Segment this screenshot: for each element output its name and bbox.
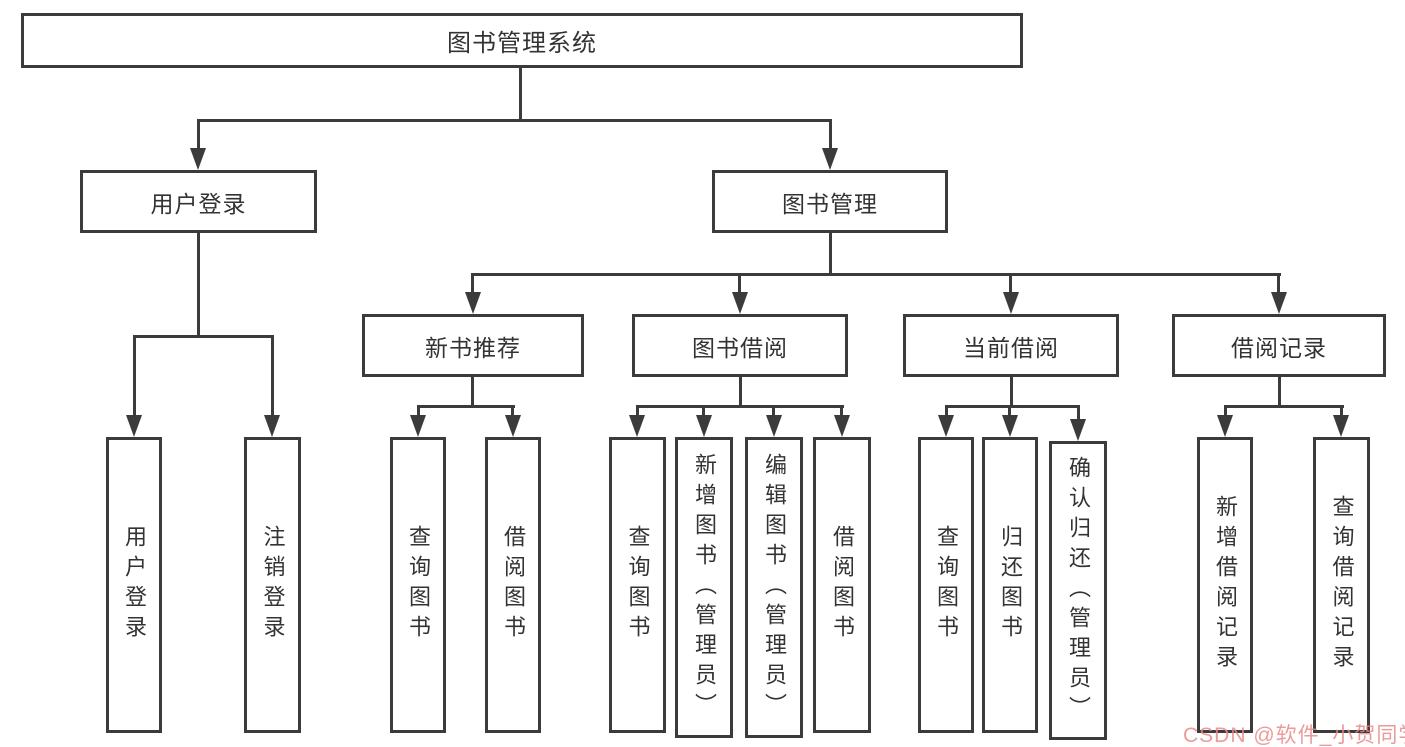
connector-hline — [636, 405, 844, 408]
leaf-query-borrow-record: 查询借阅记录 — [1313, 437, 1370, 733]
leaf-edit-book-admin-label: 编辑图书（管理员） — [762, 452, 787, 723]
connector-vline — [829, 233, 832, 274]
leaf-add-book-admin-label: 新增图书（管理员） — [692, 452, 717, 723]
leaf-logout-label: 注销登录 — [260, 525, 286, 645]
connector-vline — [1009, 273, 1012, 294]
leaf-query-books-recommend-label: 查询图书 — [406, 525, 431, 645]
node-new-book-recommend-label: 新书推荐 — [425, 334, 521, 361]
arrow-down-icon — [1003, 292, 1019, 314]
leaf-user-login-label: 用户登录 — [122, 525, 147, 645]
leaf-add-borrow-record-label: 新增借阅记录 — [1213, 495, 1238, 675]
connector-hline — [417, 405, 515, 408]
leaf-borrow-books-recommend: 借阅图书 — [485, 437, 541, 733]
node-new-book-recommend: 新书推荐 — [362, 314, 584, 377]
arrow-down-icon — [1333, 415, 1349, 437]
arrow-down-icon — [629, 415, 645, 437]
arrow-down-icon — [126, 415, 142, 437]
leaf-add-book-admin: 新增图书（管理员） — [675, 437, 733, 738]
node-current-borrow-label: 当前借阅 — [963, 334, 1059, 361]
arrow-down-icon — [822, 148, 838, 170]
node-book-management-label: 图书管理 — [782, 190, 878, 217]
connector-vline — [471, 377, 474, 407]
connector-vline — [739, 377, 742, 407]
connector-hline — [471, 273, 1281, 276]
node-current-borrow: 当前借阅 — [903, 314, 1119, 377]
node-user-login: 用户登录 — [80, 170, 317, 233]
node-root-label: 图书管理系统 — [447, 30, 597, 57]
arrow-down-icon — [766, 415, 782, 437]
connector-vline — [417, 405, 420, 417]
node-borrow-records: 借阅记录 — [1172, 314, 1386, 377]
connector-vline — [1278, 377, 1281, 407]
leaf-logout: 注销登录 — [244, 437, 301, 733]
arrow-down-icon — [465, 292, 481, 314]
connector-vline — [772, 405, 775, 417]
connector-vline — [1277, 273, 1280, 294]
leaf-borrow-books-borrow: 借阅图书 — [813, 437, 871, 733]
leaf-confirm-return-admin: 确认归还（管理员） — [1049, 441, 1107, 740]
node-borrow-records-label: 借阅记录 — [1231, 334, 1327, 361]
connector-vline — [133, 335, 136, 417]
arrow-down-icon — [1217, 415, 1233, 437]
node-book-borrow-label: 图书借阅 — [692, 334, 788, 361]
arrow-down-icon — [1002, 415, 1018, 437]
node-root: 图书管理系统 — [21, 13, 1023, 68]
arrow-down-icon — [696, 415, 712, 437]
arrow-down-icon — [505, 415, 521, 437]
connector-hline — [197, 119, 832, 122]
leaf-query-books-borrow: 查询图书 — [609, 437, 666, 733]
connector-vline — [945, 405, 948, 417]
connector-vline — [271, 335, 274, 417]
connector-vline — [197, 233, 200, 336]
node-book-borrow: 图书借阅 — [632, 314, 848, 377]
leaf-query-books-recommend: 查询图书 — [390, 437, 446, 733]
leaf-user-login: 用户登录 — [106, 437, 162, 733]
arrow-down-icon — [1271, 292, 1287, 314]
arrow-down-icon — [938, 415, 954, 437]
arrow-down-icon — [264, 415, 280, 437]
connector-vline — [1077, 405, 1080, 421]
connector-vline — [519, 68, 522, 120]
connector-vline — [1010, 377, 1013, 407]
connector-vline — [1224, 405, 1227, 417]
connector-hline — [1224, 405, 1344, 408]
arrow-down-icon — [190, 148, 206, 170]
leaf-query-books-current-label: 查询图书 — [934, 525, 959, 645]
leaf-query-books-borrow-label: 查询图书 — [625, 525, 651, 645]
leaf-edit-book-admin: 编辑图书（管理员） — [745, 437, 803, 738]
node-book-management: 图书管理 — [712, 170, 948, 233]
leaf-add-borrow-record: 新增借阅记录 — [1197, 437, 1253, 733]
arrow-down-icon — [834, 415, 850, 437]
leaf-return-book: 归还图书 — [982, 437, 1038, 733]
connector-vline — [197, 119, 200, 150]
connector-vline — [738, 273, 741, 294]
leaf-query-books-current: 查询图书 — [918, 437, 974, 733]
connector-vline — [471, 273, 474, 294]
connector-vline — [1008, 405, 1011, 417]
connector-vline — [829, 119, 832, 150]
leaf-query-borrow-record-label: 查询借阅记录 — [1329, 495, 1355, 675]
leaf-borrow-books-borrow-label: 借阅图书 — [830, 525, 855, 645]
arrow-down-icon — [410, 415, 426, 437]
connector-hline — [133, 335, 274, 338]
leaf-borrow-books-recommend-label: 借阅图书 — [501, 525, 526, 645]
leaf-confirm-return-admin-label: 确认归还（管理员） — [1066, 455, 1091, 726]
arrow-down-icon — [732, 292, 748, 314]
connector-vline — [511, 405, 514, 417]
arrow-down-icon — [1070, 419, 1086, 441]
leaf-return-book-label: 归还图书 — [998, 525, 1023, 645]
connector-vline — [840, 405, 843, 417]
connector-vline — [1340, 405, 1343, 417]
node-user-login-label: 用户登录 — [150, 190, 247, 217]
connector-vline — [636, 405, 639, 417]
connector-vline — [702, 405, 705, 417]
watermark: CSDN @软件_小贺同学 — [1183, 724, 1405, 747]
connector-hline — [945, 405, 1080, 408]
